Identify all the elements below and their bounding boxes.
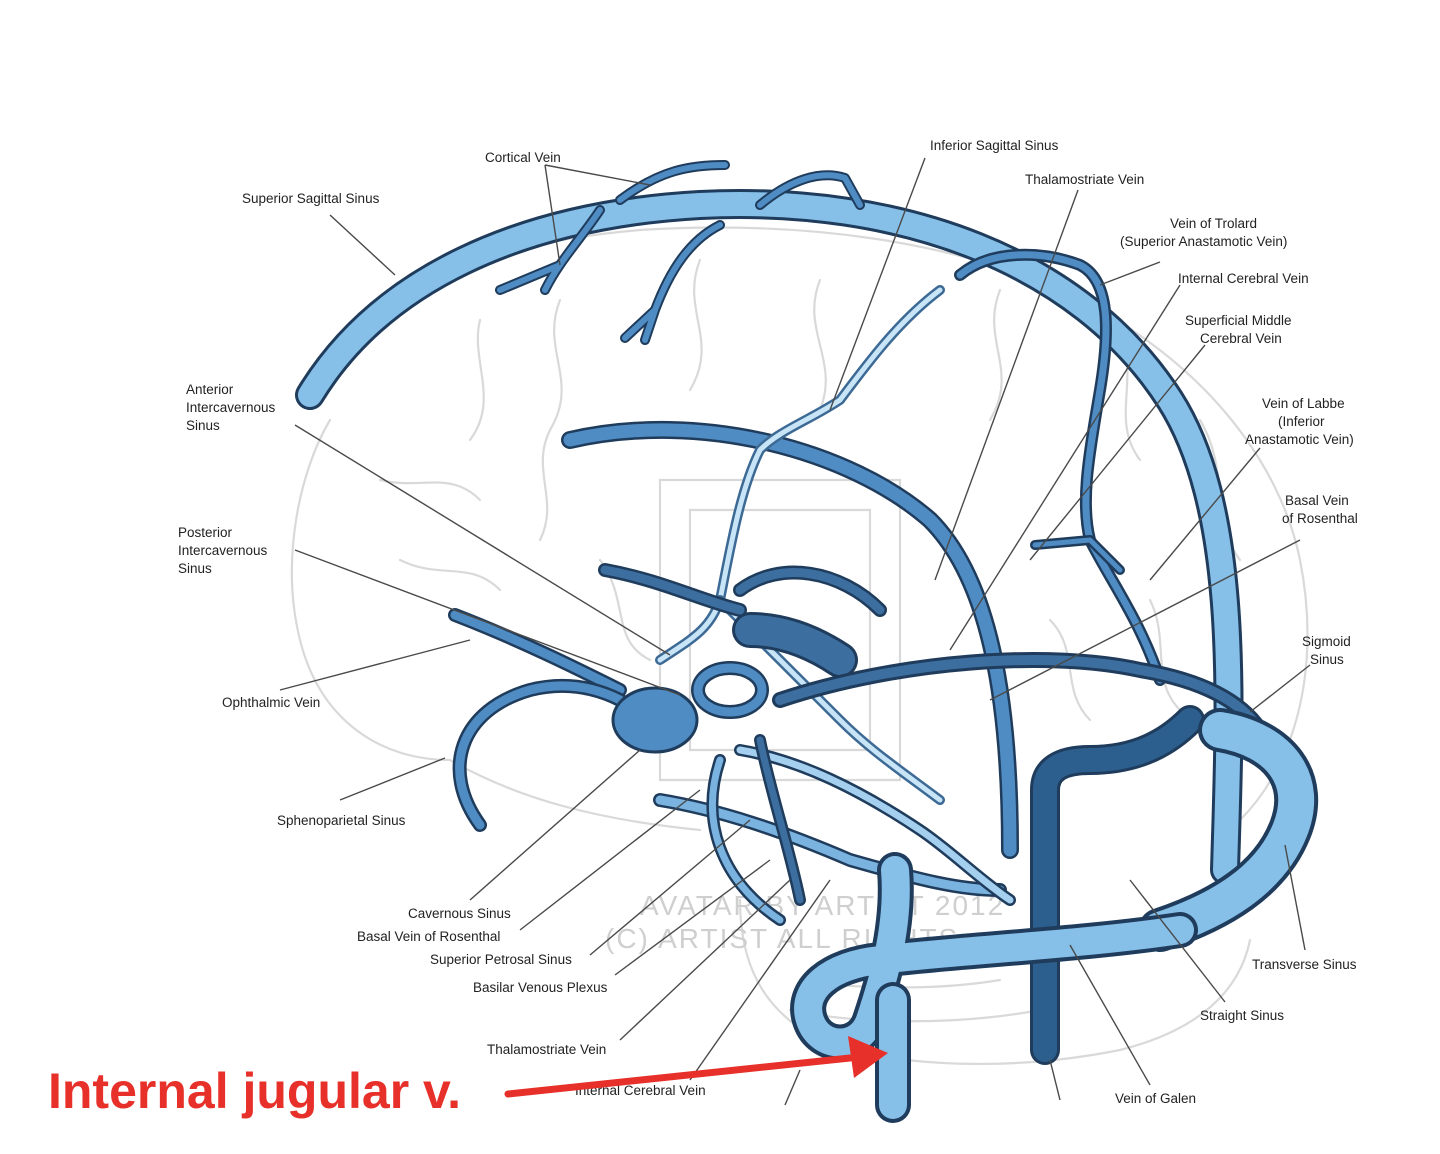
internal-jugular-callout: Internal jugular v. xyxy=(48,1036,888,1119)
basal-vein-vessel xyxy=(772,652,1268,738)
internal-jugular-vessel xyxy=(790,852,1198,1123)
label-vein-of-labbe-anastamotic: Anastamotic Vein) xyxy=(1245,432,1354,447)
cortical-veins xyxy=(495,160,865,345)
label-anterior-sinus: Sinus xyxy=(186,418,220,433)
label-superior-sagittal-sinus: Superior Sagittal Sinus xyxy=(242,191,380,206)
callout-arrowhead xyxy=(848,1036,888,1078)
label-cavernous-sinus: Cavernous Sinus xyxy=(408,906,511,921)
label-ophthalmic-vein: Ophthalmic Vein xyxy=(222,695,320,710)
label-sigmoid-sinus: Sinus xyxy=(1310,652,1344,667)
label-straight-sinus: Straight Sinus xyxy=(1200,1008,1284,1023)
petrosal-and-plexus-veins xyxy=(653,734,1016,926)
label-basal-vein-left: Basal Vein of Rosenthal xyxy=(357,929,500,944)
label-cortical-vein: Cortical Vein xyxy=(485,150,561,165)
label-vein-of-trolard-sub: (Superior Anastamotic Vein) xyxy=(1120,234,1287,249)
callout-label: Internal jugular v. xyxy=(48,1063,461,1119)
cavernous-sinus-vessel xyxy=(448,563,887,832)
label-superior-petrosal-sinus: Superior Petrosal Sinus xyxy=(430,952,572,967)
watermark-text-1: AVATAR BY ARTIST 2012 xyxy=(640,890,1005,921)
label-vein-of-labbe-inferior: (Inferior xyxy=(1278,414,1325,429)
label-sigmoid: Sigmoid xyxy=(1302,634,1351,649)
label-anterior: Anterior xyxy=(186,382,234,397)
label-internal-cerebral-vein-top: Internal Cerebral Vein xyxy=(1178,271,1309,286)
internal-cerebral-veins xyxy=(655,285,945,805)
label-vein-of-trolard: Vein of Trolard xyxy=(1170,216,1257,231)
inferior-sagittal-sinus-vessel xyxy=(561,421,1019,859)
label-inferior-sagittal-sinus: Inferior Sagittal Sinus xyxy=(930,138,1059,153)
label-sphenoparietal-sinus: Sphenoparietal Sinus xyxy=(277,813,406,828)
label-posterior: Posterior xyxy=(178,525,233,540)
superior-sagittal-sinus-vessel xyxy=(295,189,1244,885)
veins xyxy=(295,160,1319,1123)
label-basal-vein-right: Basal Vein xyxy=(1285,493,1349,508)
label-superficial-middle: Superficial Middle xyxy=(1185,313,1292,328)
callout-arrow-shaft xyxy=(504,1054,854,1098)
straight-and-transverse-sinus xyxy=(1030,705,1319,1065)
label-posterior-intercavernous: Intercavernous xyxy=(178,543,268,558)
leader-lines xyxy=(279,157,1311,1106)
labels: Cortical Vein Superior Sagittal Sinus In… xyxy=(178,138,1358,1106)
label-thalamostriate-vein-top: Thalamostriate Vein xyxy=(1025,172,1144,187)
label-transverse-sinus: Transverse Sinus xyxy=(1252,957,1357,972)
vein-of-trolard-vessel xyxy=(954,248,1166,686)
label-vein-of-galen: Vein of Galen xyxy=(1115,1091,1196,1106)
label-cerebral-vein: Cerebral Vein xyxy=(1200,331,1282,346)
label-posterior-sinus: Sinus xyxy=(178,561,212,576)
label-of-rosenthal-right: of Rosenthal xyxy=(1282,511,1358,526)
label-basilar-venous-plexus: Basilar Venous Plexus xyxy=(473,980,608,995)
label-vein-of-labbe: Vein of Labbe xyxy=(1262,396,1345,411)
label-anterior-intercavernous: Intercavernous xyxy=(186,400,276,415)
label-thalamostriate-vein-bottom: Thalamostriate Vein xyxy=(487,1042,606,1057)
